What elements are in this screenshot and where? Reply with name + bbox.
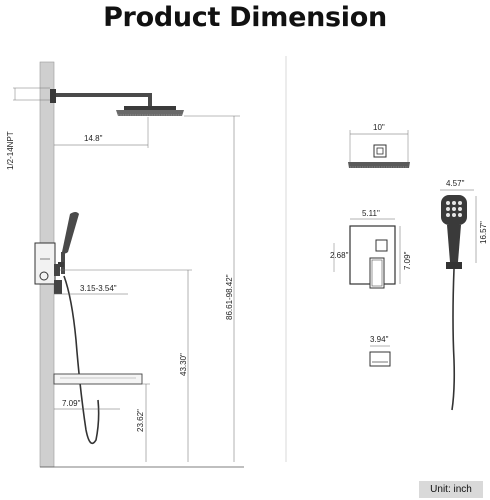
handshower-length-label: 16.57" <box>479 221 488 244</box>
valve-height-dimension: 43.30" <box>60 269 192 462</box>
total-height-label: 86.61-98.42" <box>225 274 234 320</box>
shower-head-width-label: 10" <box>373 123 385 132</box>
page-title: Product Dimension <box>103 2 387 33</box>
trim-width-label: 5.11" <box>362 209 380 218</box>
total-height-dimension: 86.61-98.42" <box>184 115 240 462</box>
spout-height-dimension: 23.62" <box>136 383 150 462</box>
tub-spout <box>53 373 143 385</box>
valve-depth-dimension: 3.15-3.54" <box>54 284 128 295</box>
spout-length-label: 7.09" <box>62 399 81 408</box>
arm-length-label: 14.8" <box>84 134 103 143</box>
hand-shower <box>58 212 79 274</box>
valve-height-label: 43.30" <box>179 353 188 376</box>
trim-height-label: 7.09" <box>403 251 412 270</box>
handshower-width-label: 4.57" <box>446 179 465 188</box>
rain-shower-head <box>116 106 184 116</box>
pipe-thread-label: 1/2-14NPT <box>6 131 15 170</box>
hose <box>63 275 100 445</box>
valve-box <box>34 242 62 294</box>
arm-length-dimension: 14.8" <box>54 117 149 148</box>
handshower-front: 4.57" 16.57" <box>440 179 488 411</box>
shower-head-front: 10" <box>348 123 410 168</box>
tub-spout-front: 3.94" <box>369 335 391 367</box>
shower-arm <box>50 89 152 107</box>
valve-depth-label: 3.15-3.54" <box>80 284 117 293</box>
spout-width-label: 3.94" <box>370 335 389 344</box>
pipe-thread-dimension: 1/2-14NPT <box>6 87 50 170</box>
spout-length-dimension: 7.09" <box>54 399 120 410</box>
unit-label: Unit: inch <box>419 481 483 498</box>
handle-offset-label: 2.68" <box>330 251 349 260</box>
valve-trim-plate: 5.11" 7.09" 2.68" <box>330 209 412 289</box>
spout-height-label: 23.62" <box>136 409 145 432</box>
